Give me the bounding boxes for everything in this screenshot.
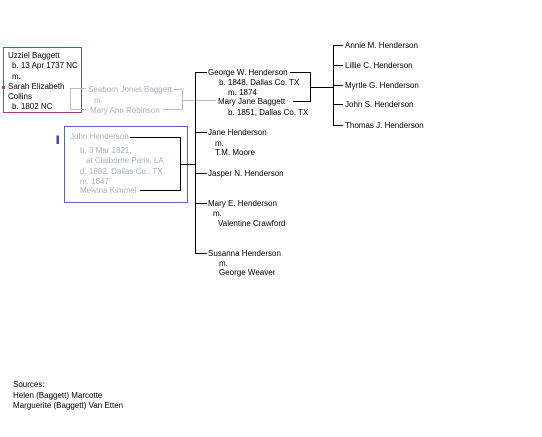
mary-name[interactable]: Mary E. Henderson [208,199,277,208]
uzziel-baggett-box[interactable] [3,47,82,113]
sources-heading: Sources: [13,380,45,389]
george-branch [195,72,207,73]
jasper-name[interactable]: Jasper N. Henderson [208,169,284,178]
connector-seaborn-vertical [182,89,183,110]
john-spouse: Melvina Kimmel [80,186,137,195]
maryjane-born: b. 1851, Dallas Co. TX [228,108,309,117]
george-name[interactable]: George W. Henderson [208,68,288,77]
seaborn-name[interactable]: Seaborn Jones Baggett [88,85,172,94]
child-branch-3 [333,85,343,86]
jane-spouse[interactable]: T.M. Moore [215,148,256,157]
john-bracket-vertical [180,137,181,190]
uzziel-spouse-born: b. 1802 NC [12,102,53,111]
siblings-vertical-line [195,72,196,253]
george-born: b. 1848, Dallas Co. TX [219,78,300,87]
seaborn-spouse[interactable]: Mary Ann Robinson [90,106,160,115]
john-bracket-bottom [140,190,181,191]
jane-name[interactable]: Jane Henderson [208,128,267,137]
jane-branch [195,132,207,133]
signal-bars-icon[interactable]: ▐ [54,137,59,144]
maryjane-name[interactable]: Mary Jane Baggett [218,97,286,106]
john-born-place: at Claiborne Paris, LA [86,156,164,165]
child-myrtle[interactable]: Myrtle G. Henderson [345,81,419,90]
uzziel-born: b. 13 Apr 1737 NC [12,61,78,70]
child-branch-4 [333,104,343,105]
john-married: m. 1847 [80,177,109,186]
child-lillie[interactable]: Lillie C. Henderson [345,61,413,70]
john-died: d. 1882, Dallas Co., TX [80,167,163,176]
john-born: b. 3 Mar 1821, [80,146,132,155]
seaborn-married: m. [94,96,103,105]
child-branch-1 [333,45,343,46]
mary-spouse[interactable]: Valentine Crawford [218,219,286,228]
connector-uzziel-seaborn-vertical [70,88,71,110]
mary-married: m. [213,209,222,218]
child-thomas[interactable]: Thomas J. Henderson [345,121,424,130]
john-name: John Henderson [70,132,129,141]
george-married: m. 1874 [228,88,257,97]
uzziel-spouse-last: Collins [8,92,33,101]
uzziel-married: m. [12,72,21,81]
susanna-branch [195,253,207,254]
source-item-1: Helen (Baggett) Marcotte [13,391,103,400]
connector-seaborn-out-bottom [163,109,183,110]
uzziel-spouse-first: Sarah Elizabeth [8,82,65,91]
mary-branch [195,203,207,204]
child-branch-2 [333,65,343,66]
connector-uzziel-seaborn-top [70,88,86,89]
uzziel-name: Uzziel Baggett [8,51,60,60]
susanna-spouse[interactable]: George Weaver [219,268,276,277]
george-bracket-top [290,72,310,73]
connector-uzziel-seaborn-bottom [70,109,86,110]
uzziel-box-marker [2,86,5,89]
jane-married: m. [215,139,224,148]
george-to-children [310,87,333,88]
jasper-branch [195,173,207,174]
john-bracket-top [130,137,180,138]
child-annie[interactable]: Annie M. Henderson [345,41,418,50]
child-john-s[interactable]: John S. Henderson [345,100,414,109]
child-branch-5 [333,125,343,126]
connector-seaborn-out-top [174,89,182,90]
george-bracket-bottom [293,101,311,102]
john-to-children-connector [180,164,196,165]
connector-seaborn-to-maryjane [182,100,216,101]
susanna-name[interactable]: Susanna Henderson [208,249,281,258]
susanna-married: m. [219,259,228,268]
source-item-2: Marguerite (Baggett) Van Etten [13,401,124,410]
